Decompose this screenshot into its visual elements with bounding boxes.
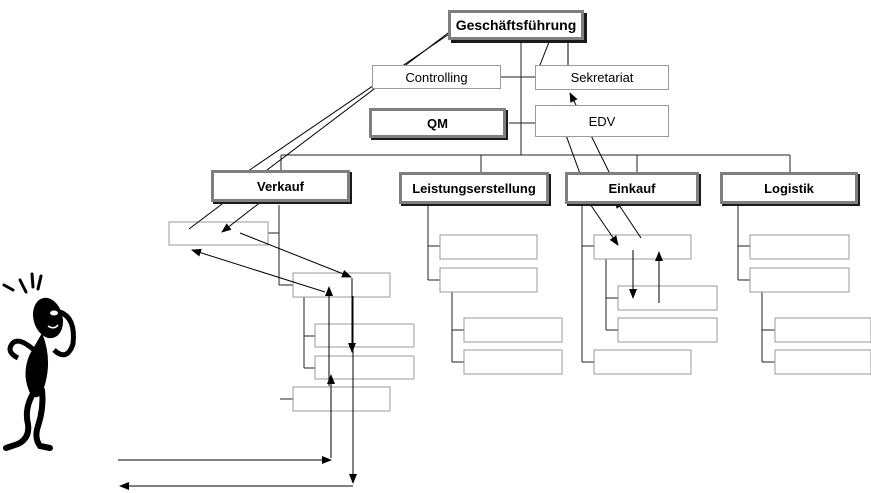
department-production-label: Leistungserstellung <box>412 180 536 196</box>
department-production-box: Leistungserstellung <box>399 172 549 204</box>
department-purchasing-box: Einkauf <box>565 172 699 204</box>
controlling-box: Controlling <box>372 65 501 89</box>
unit-box <box>593 349 692 375</box>
controlling-label: Controlling <box>405 69 468 85</box>
department-logistics-label: Logistik <box>764 180 814 196</box>
ceo-box: Geschäftsführung <box>448 10 584 40</box>
org-connector-lines <box>268 40 791 400</box>
unit-box <box>168 221 269 246</box>
unit-box <box>749 267 850 293</box>
secretariat-box: Sekretariat <box>535 65 669 90</box>
department-sales-label: Verkauf <box>257 178 304 194</box>
secretariat-label: Sekretariat <box>570 70 634 85</box>
unit-box <box>463 317 563 343</box>
department-logistics-box: Logistik <box>720 172 858 204</box>
it-box: EDV <box>535 105 669 137</box>
unit-box <box>749 234 850 260</box>
unit-box <box>439 234 538 260</box>
qm-box: QM <box>369 108 506 138</box>
unit-box <box>593 234 692 260</box>
qm-label: QM <box>427 115 448 131</box>
unit-box <box>439 267 538 293</box>
ceo-label: Geschäftsführung <box>455 17 577 33</box>
unit-box <box>463 349 563 375</box>
unit-box <box>292 386 391 412</box>
department-purchasing-label: Einkauf <box>608 180 656 196</box>
stressed-person-icon <box>2 272 76 451</box>
communication-arrows <box>118 23 663 490</box>
empty-unit-boxes <box>168 221 871 412</box>
department-sales-box: Verkauf <box>211 170 350 202</box>
unit-box <box>617 317 718 343</box>
unit-box <box>314 323 415 348</box>
it-label: EDV <box>588 113 616 129</box>
unit-box <box>292 272 391 298</box>
unit-box <box>774 317 871 343</box>
unit-box <box>774 349 871 375</box>
unit-box <box>314 355 415 380</box>
